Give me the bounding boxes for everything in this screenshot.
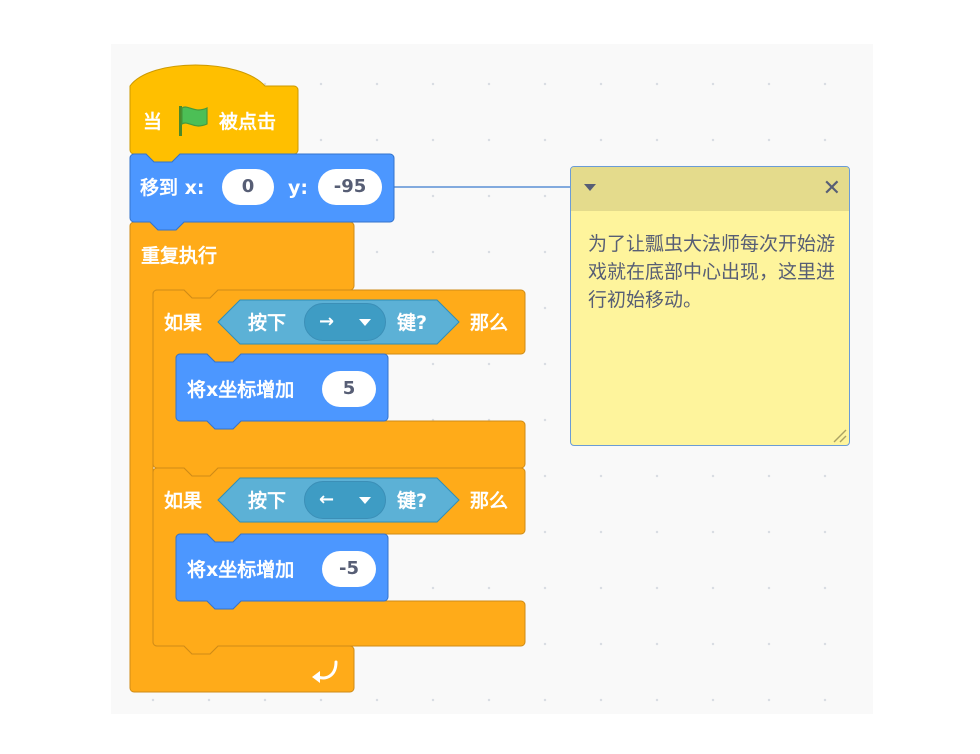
key-pressed-right-prefix: 按下	[248, 312, 287, 334]
goto-label: 移到 x:	[140, 177, 205, 199]
close-icon[interactable]: ✕	[822, 176, 841, 201]
key-pressed-left-prefix: 按下	[248, 490, 287, 512]
loop-arrow-icon	[312, 660, 338, 683]
if-left-then-label: 那么	[470, 490, 509, 512]
chevron-down-icon	[359, 497, 371, 504]
resize-grip-icon[interactable]	[831, 427, 847, 443]
comment-note[interactable]: ✕ 为了让瓢虫大法师每次开始游戏就在底部中心出现，这里进行初始移动。	[570, 166, 850, 446]
goto-y-label: y:	[288, 177, 308, 199]
chevron-down-icon	[359, 319, 371, 326]
hat-prefix-label: 当	[143, 111, 163, 133]
if-right-then-label: 那么	[470, 312, 509, 334]
green-flag-icon	[179, 106, 208, 136]
change-x-input-2[interactable]: -5	[322, 551, 376, 587]
goto-y-input[interactable]: -95	[318, 169, 382, 205]
key-left-dropdown[interactable]: ←	[304, 481, 386, 519]
comment-title-bar[interactable]: ✕	[571, 167, 849, 211]
if-right-label: 如果	[164, 312, 203, 334]
comment-text[interactable]: 为了让瓢虫大法师每次开始游戏就在底部中心出现，这里进行初始移动。	[588, 233, 836, 311]
goto-x-input[interactable]: 0	[222, 169, 274, 205]
forever-label: 重复执行	[141, 245, 218, 267]
change-x-input-1[interactable]: 5	[322, 371, 376, 407]
hat-suffix-label: 被点击	[219, 111, 277, 133]
if-left-label: 如果	[164, 490, 203, 512]
key-pressed-left-suffix: 键?	[397, 490, 428, 512]
change-x-label-1: 将x坐标增加	[187, 379, 295, 401]
key-right-dropdown[interactable]: →	[304, 303, 386, 341]
collapse-triangle-icon[interactable]	[584, 184, 596, 191]
key-pressed-right-suffix: 键?	[397, 312, 428, 334]
change-x-label-2: 将x坐标增加	[187, 559, 295, 581]
key-left-value: ←	[319, 489, 335, 510]
key-right-value: →	[319, 311, 335, 332]
